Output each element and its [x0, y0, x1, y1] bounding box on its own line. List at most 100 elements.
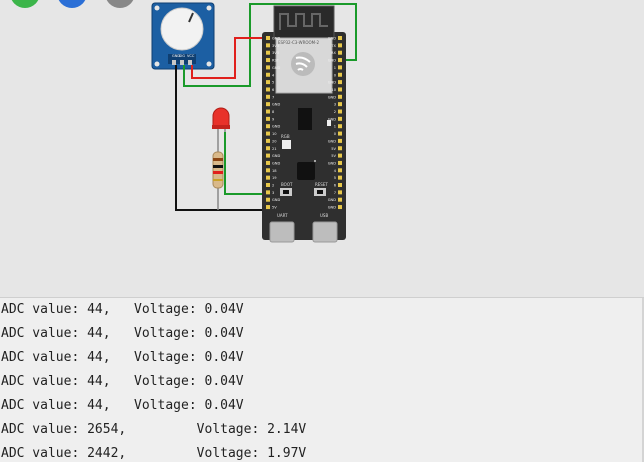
board-pin[interactable]: [266, 197, 270, 202]
board-pin[interactable]: [338, 146, 342, 151]
board-pin[interactable]: [338, 43, 342, 48]
board-pin[interactable]: [266, 116, 270, 121]
board-pin[interactable]: [266, 65, 270, 70]
resistor[interactable]: [212, 151, 224, 189]
serial-line: ADC value: 44, Voltage: 0.04V: [1, 350, 244, 365]
board-pin[interactable]: [338, 168, 342, 173]
board-pin[interactable]: [266, 205, 270, 210]
board-pin[interactable]: [338, 102, 342, 107]
board-pin[interactable]: [266, 183, 270, 187]
board-pin[interactable]: [338, 124, 342, 129]
serial-line: ADC value: 2654, Voltage: 2.14V: [1, 422, 307, 437]
wire-led[interactable]: [224, 132, 268, 195]
board-pin[interactable]: [266, 87, 270, 92]
serial-line: ADC value: 2442, Voltage: 1.97V: [1, 446, 307, 461]
board-pin-label: 5V: [331, 154, 336, 158]
pause-button[interactable]: [57, 0, 87, 8]
board-pin[interactable]: [338, 72, 342, 77]
board-pin[interactable]: [338, 109, 342, 114]
board-pin[interactable]: [338, 183, 342, 187]
board-pin[interactable]: [266, 146, 270, 151]
board-pin-label: 8: [272, 110, 275, 114]
esp32-board[interactable]: ESP32-C3-WROOM-2 RGB BOOT RESET: [262, 5, 346, 243]
board-pin-label: 4: [272, 73, 275, 77]
board-pin[interactable]: [338, 116, 342, 121]
board-pin[interactable]: [266, 50, 270, 55]
board-pin[interactable]: [266, 190, 270, 195]
board-pin[interactable]: [266, 131, 270, 136]
board-pin[interactable]: [338, 197, 342, 202]
board-pin-label: 7: [272, 95, 274, 99]
board-pin[interactable]: [338, 175, 342, 180]
board-pin[interactable]: [266, 43, 270, 48]
board-pin[interactable]: [338, 80, 342, 85]
board-pin[interactable]: [266, 153, 270, 158]
board-pin[interactable]: [266, 160, 270, 165]
board-pin-label: GND: [272, 154, 280, 158]
serial-line: ADC value: 44, Voltage: 0.04V: [1, 302, 244, 317]
board-pin-label: 7: [334, 191, 336, 195]
uart-port[interactable]: [269, 221, 295, 243]
potentiometer[interactable]: GND SIG VCC: [151, 2, 215, 70]
board-pin-label: 6: [334, 184, 337, 188]
board-pin[interactable]: [266, 80, 270, 85]
rgb-led: [282, 140, 291, 149]
board-pin-label: GND: [328, 59, 336, 63]
board-pin[interactable]: [266, 124, 270, 129]
board-pin-label: 10: [272, 132, 277, 136]
board-pin[interactable]: [338, 205, 342, 210]
serial-scrollbar[interactable]: [642, 298, 644, 462]
serial-output: ADC value: 44, Voltage: 0.04V ADC value: …: [0, 298, 642, 462]
right-pin-header: GNDTXRXGND10GND10GND32GND10GND5V5VGND456…: [328, 36, 342, 210]
board-pin[interactable]: [266, 175, 270, 180]
board-pin-label: GND: [272, 161, 280, 165]
board-pin-label: 20: [272, 139, 277, 143]
board-pin[interactable]: [338, 65, 342, 70]
board-pin[interactable]: [338, 87, 342, 92]
board-pin-label: 19: [272, 176, 277, 180]
board-pin[interactable]: [266, 36, 270, 40]
board-pin[interactable]: [338, 190, 342, 195]
board-pin-label: 3V3: [272, 44, 279, 48]
board-pin-label: GND: [272, 103, 280, 107]
board-pin-label: GND: [272, 125, 280, 129]
board-pin[interactable]: [338, 58, 342, 63]
board-pin[interactable]: [266, 102, 270, 107]
pot-knob-indicator: [188, 12, 194, 23]
board-pin[interactable]: [338, 131, 342, 136]
board-pin[interactable]: [266, 58, 270, 63]
stop-button[interactable]: [105, 0, 135, 8]
board-pin-label: GND: [328, 161, 336, 165]
board-pin[interactable]: [266, 168, 270, 173]
board-pin-label: GND: [328, 139, 336, 143]
board-pin[interactable]: [338, 94, 342, 99]
board-pin[interactable]: [338, 138, 342, 143]
wire-pot-signal[interactable]: [183, 3, 357, 87]
pot-knob[interactable]: [160, 7, 204, 51]
usb-port[interactable]: [312, 221, 338, 243]
board-pin[interactable]: [266, 138, 270, 143]
board-pin[interactable]: [338, 160, 342, 165]
board-pin[interactable]: [266, 109, 270, 114]
circuit-canvas[interactable]: GND SIG VCC: [0, 0, 644, 297]
board-pin-label: 4: [334, 169, 337, 173]
board-pin-label: 3: [334, 103, 336, 107]
wire-gnd[interactable]: [175, 65, 268, 211]
board-pin[interactable]: [266, 94, 270, 99]
board-pin-label: 9: [272, 117, 275, 121]
board-pin-label: GND: [272, 66, 280, 70]
wire-vcc[interactable]: [191, 37, 268, 79]
board-pin-label: 10: [331, 88, 336, 92]
reset-label: RESET: [315, 182, 328, 187]
serial-monitor[interactable]: ADC value: 44, Voltage: 0.04V ADC value: …: [0, 297, 644, 462]
board-pin-label: GND: [328, 206, 336, 210]
serial-line: ADC value: 44, Voltage: 0.04V: [1, 326, 244, 341]
led[interactable]: [212, 107, 230, 152]
board-pin-label: 5V: [331, 147, 336, 151]
board-pin[interactable]: [338, 50, 342, 55]
play-button[interactable]: [10, 0, 40, 8]
board-pin[interactable]: [266, 72, 270, 77]
board-pin[interactable]: [338, 153, 342, 158]
board-pin-label: 18: [272, 169, 277, 173]
board-pin[interactable]: [338, 36, 342, 40]
